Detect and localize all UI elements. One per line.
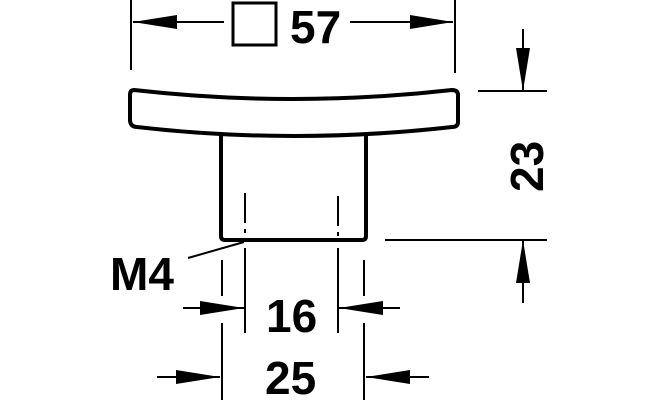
knob-cap (128, 88, 460, 138)
arrow-up-icon (516, 240, 530, 283)
height-dimension: 23 (385, 29, 553, 303)
outer-width-dimension: 25 (157, 260, 429, 400)
square-symbol-icon (231, 1, 278, 47)
width-label: 57 (290, 1, 341, 53)
arrow-right-icon (200, 301, 244, 315)
arrow-right-icon (410, 15, 453, 29)
inner-width-label: 16 (266, 290, 317, 342)
width-dimension: 57 (130, 0, 456, 73)
height-label: 23 (501, 141, 553, 192)
arrow-left-icon (366, 370, 410, 384)
arrow-down-icon (516, 48, 530, 91)
arrow-left-icon (339, 301, 383, 315)
thread-label: M4 (110, 248, 174, 300)
inner-width-dimension: 16 (183, 248, 400, 342)
knob-stem (219, 135, 368, 242)
arrow-left-icon (133, 15, 177, 29)
thread-leader-line (187, 241, 245, 259)
outer-width-label: 25 (265, 352, 316, 400)
arrow-right-icon (176, 370, 220, 384)
